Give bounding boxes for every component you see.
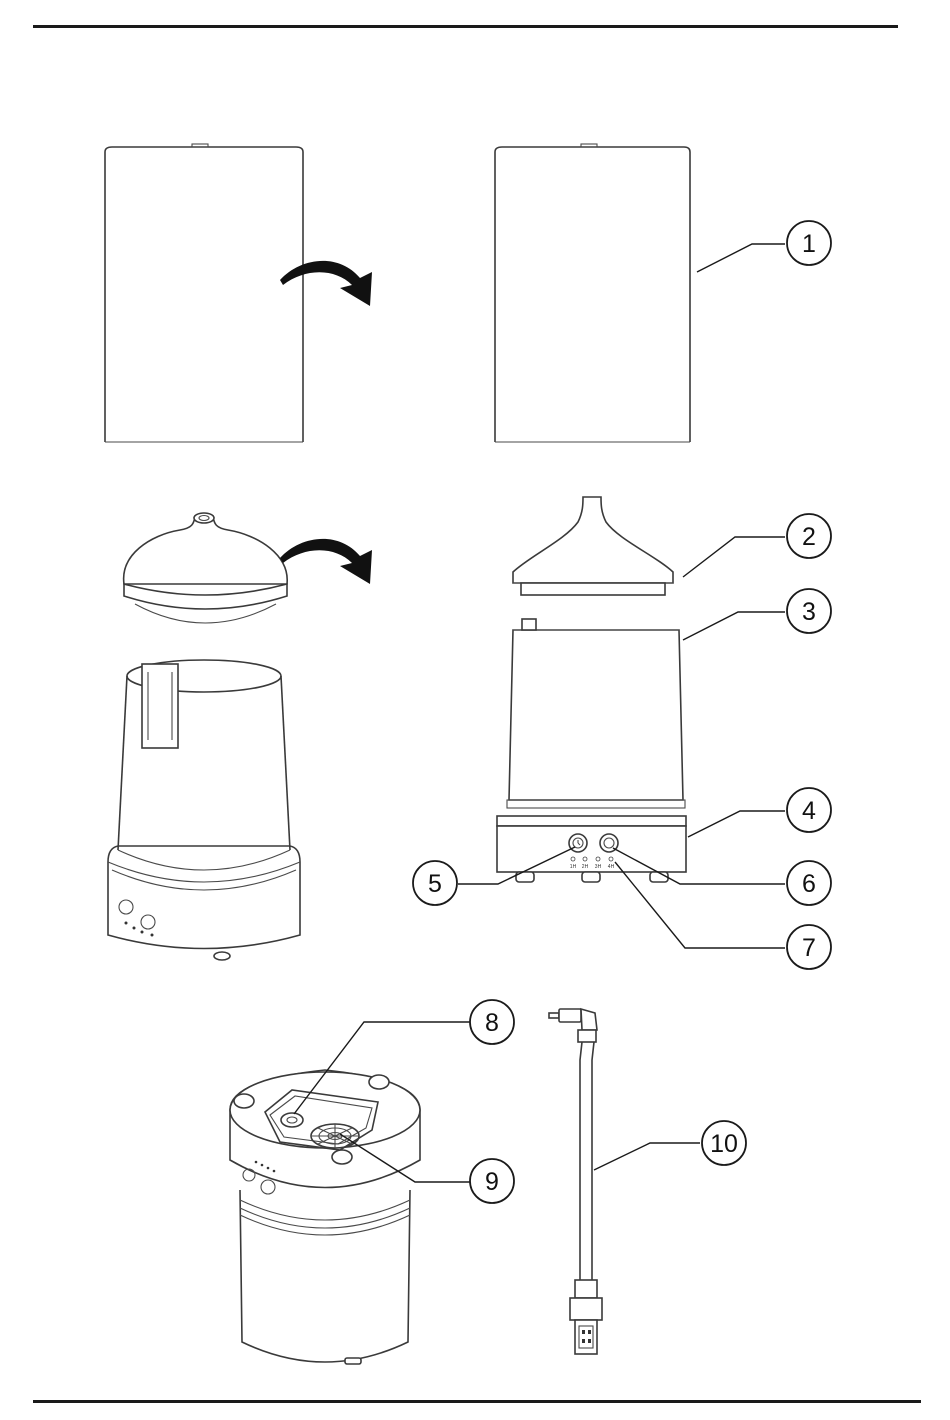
leader-7 [615,862,785,948]
svg-text:5: 5 [428,870,442,898]
svg-text:7: 7 [802,934,816,962]
callout-3: 3 [787,589,831,633]
usb-cable [549,1009,602,1354]
callout-4: 4 [787,788,831,832]
leader-2 [683,537,785,577]
lid-lifted [124,513,288,623]
svg-text:1: 1 [802,230,816,258]
callout-1: 1 [787,221,831,265]
base-top-view [230,1070,420,1364]
timer-label-2h: 2H [582,864,589,870]
svg-text:6: 6 [802,870,816,898]
svg-text:8: 8 [485,1009,499,1037]
top-lid [513,497,673,595]
timer-label-4h: 4H [608,864,615,870]
timer-label-1h: 1H [570,864,577,870]
svg-text:3: 3 [802,598,816,626]
remove-cover-arrow [280,261,372,306]
callout-8: 8 [470,1000,514,1044]
air-outlet-fan [311,1124,359,1148]
callout-9: 9 [470,1159,514,1203]
outer-cover [495,144,690,442]
leader-3 [683,612,785,640]
bottom-rule [33,1400,921,1403]
svg-text:10: 10 [710,1130,738,1158]
callout-2: 2 [787,514,831,558]
svg-text:4: 4 [802,797,816,825]
water-tank [507,619,685,808]
svg-text:9: 9 [485,1168,499,1196]
leader-1 [697,244,785,272]
callout-7: 7 [787,925,831,969]
timer-label-3h: 3H [595,864,602,870]
callout-6: 6 [787,861,831,905]
callout-10: 10 [702,1121,746,1165]
leader-10 [594,1143,700,1170]
remove-lid-arrow [280,539,372,584]
svg-text:2: 2 [802,523,816,551]
leader-4 [688,811,785,837]
top-rule [33,25,898,28]
assembled-unit-open [108,660,300,960]
callout-5: 5 [413,861,457,905]
cover-before-removal [105,144,303,442]
